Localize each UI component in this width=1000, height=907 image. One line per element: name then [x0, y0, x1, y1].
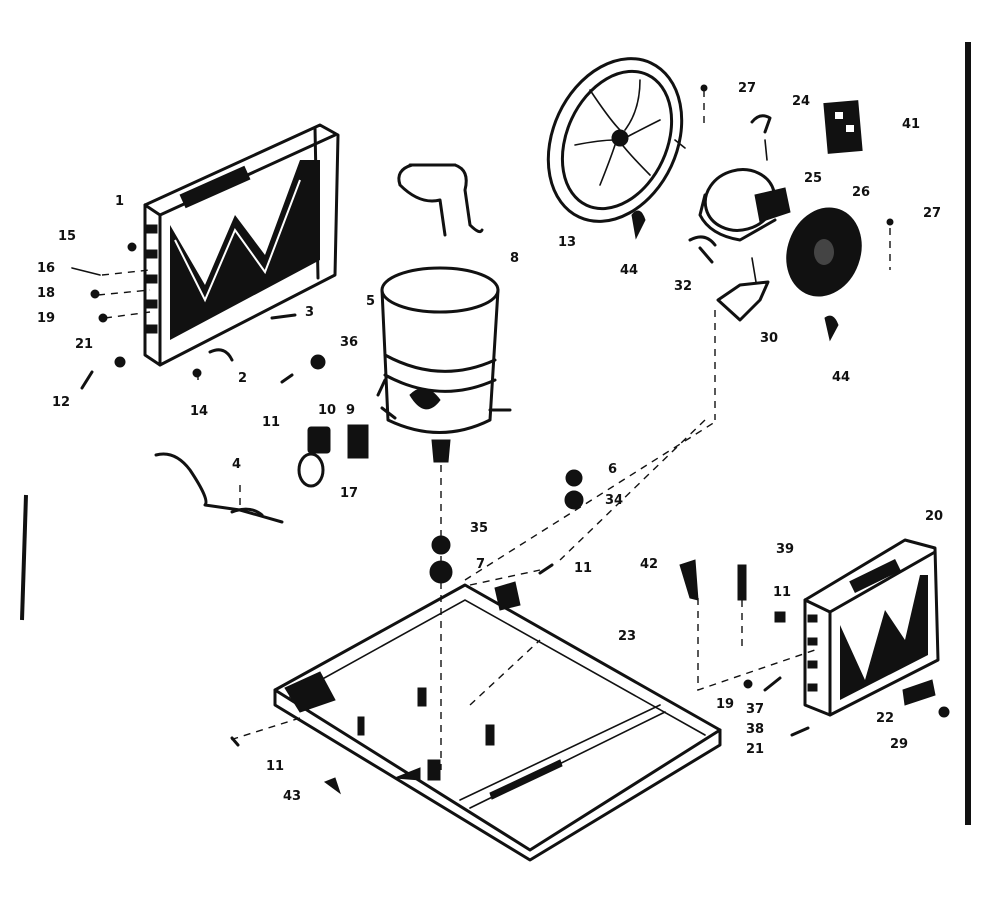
- label-2: 2: [238, 371, 247, 386]
- label-35: 35: [470, 521, 488, 536]
- label-42: 42: [640, 557, 658, 572]
- label-12: 12: [52, 395, 70, 410]
- label-15: 15: [58, 229, 76, 244]
- label-3: 3: [305, 305, 314, 320]
- label-7: 7: [476, 557, 485, 572]
- label-8: 8: [510, 251, 519, 266]
- label-26: 26: [852, 185, 870, 200]
- label-29: 29: [890, 737, 908, 752]
- label-44b: 44: [832, 370, 850, 385]
- label-11a: 11: [262, 415, 280, 430]
- label-22: 22: [876, 711, 894, 726]
- label-24: 24: [792, 94, 810, 109]
- label-21b: 21: [746, 742, 764, 757]
- evaporator-coil-right: [803, 538, 940, 717]
- label-17: 17: [340, 486, 358, 501]
- label-11c: 11: [773, 585, 791, 600]
- label-32: 32: [674, 279, 692, 294]
- label-13: 13: [558, 235, 576, 250]
- fan-shroud: [546, 57, 686, 223]
- blower-wheel-26: [786, 207, 862, 297]
- left-margin-mark: [20, 494, 28, 621]
- compressor-mounts: [427, 535, 453, 781]
- label-16: 16: [37, 261, 55, 276]
- label-9: 9: [346, 403, 355, 418]
- label-1: 1: [115, 194, 124, 209]
- capacitor-41: [823, 100, 863, 154]
- label-21: 21: [75, 337, 93, 352]
- label-4: 4: [232, 457, 241, 472]
- label-14: 14: [190, 404, 208, 419]
- lead-lines-right: [697, 598, 816, 691]
- label-27a: 27: [738, 81, 756, 96]
- label-34: 34: [605, 493, 623, 508]
- label-18: 18: [37, 286, 55, 301]
- base-pan: [273, 581, 722, 862]
- lead-lines-motor: [559, 90, 891, 561]
- label-11d: 11: [266, 759, 284, 774]
- label-10: 10: [318, 403, 336, 418]
- label-30: 30: [760, 331, 778, 346]
- label-5: 5: [366, 294, 375, 309]
- label-27b: 27: [923, 206, 941, 221]
- compressor: [376, 163, 512, 463]
- lead-lines-left: [97, 269, 241, 505]
- label-20: 20: [925, 509, 943, 524]
- label-37: 37: [746, 702, 764, 717]
- label-39: 39: [776, 542, 794, 557]
- label-38: 38: [746, 722, 764, 737]
- label-11b: 11: [574, 561, 592, 576]
- label-25: 25: [804, 171, 822, 186]
- condenser-coil-left: [143, 123, 340, 367]
- clip-44b: [824, 315, 839, 342]
- label-19b: 19: [716, 697, 734, 712]
- label-44a: 44: [620, 263, 638, 278]
- label-41: 41: [902, 117, 920, 132]
- label-36: 36: [340, 335, 358, 350]
- label-6: 6: [608, 462, 617, 477]
- label-23: 23: [618, 629, 636, 644]
- fan-motor: [688, 114, 791, 322]
- label-19: 19: [37, 311, 55, 326]
- label-43: 43: [283, 789, 301, 804]
- fan-clip-44: [631, 210, 646, 240]
